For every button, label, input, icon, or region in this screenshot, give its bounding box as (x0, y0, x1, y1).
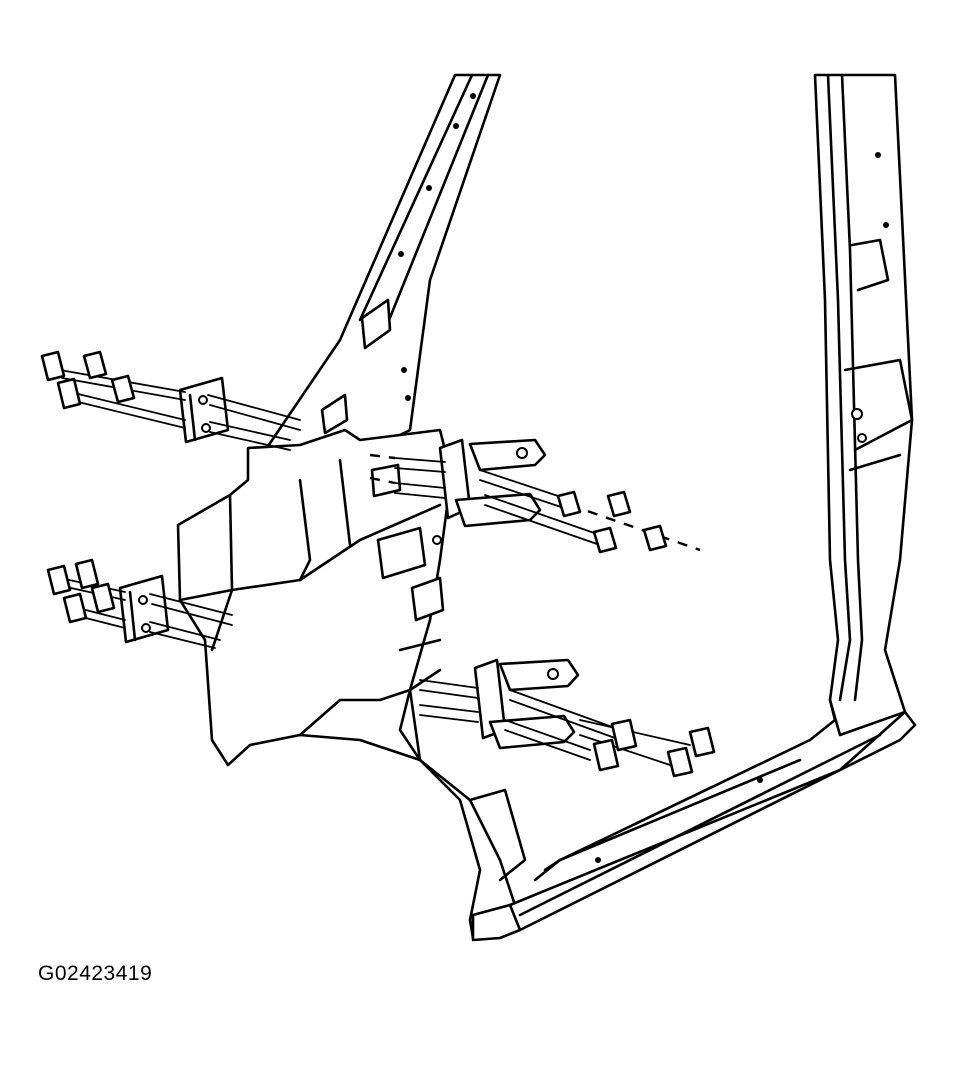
bolt-head-icon (40, 350, 66, 382)
lower-right-hinge-assembly (419, 658, 716, 778)
upper-left-hinge-assembly (40, 350, 301, 451)
b-pillar (543, 73, 914, 872)
a-pillar (260, 73, 502, 482)
hinge-pillar-panel (176, 428, 527, 940)
figure-id-label: G02423419 (38, 962, 153, 985)
upper-right-hinge-assembly (369, 438, 701, 554)
lower-left-hinge-assembly (46, 558, 233, 649)
